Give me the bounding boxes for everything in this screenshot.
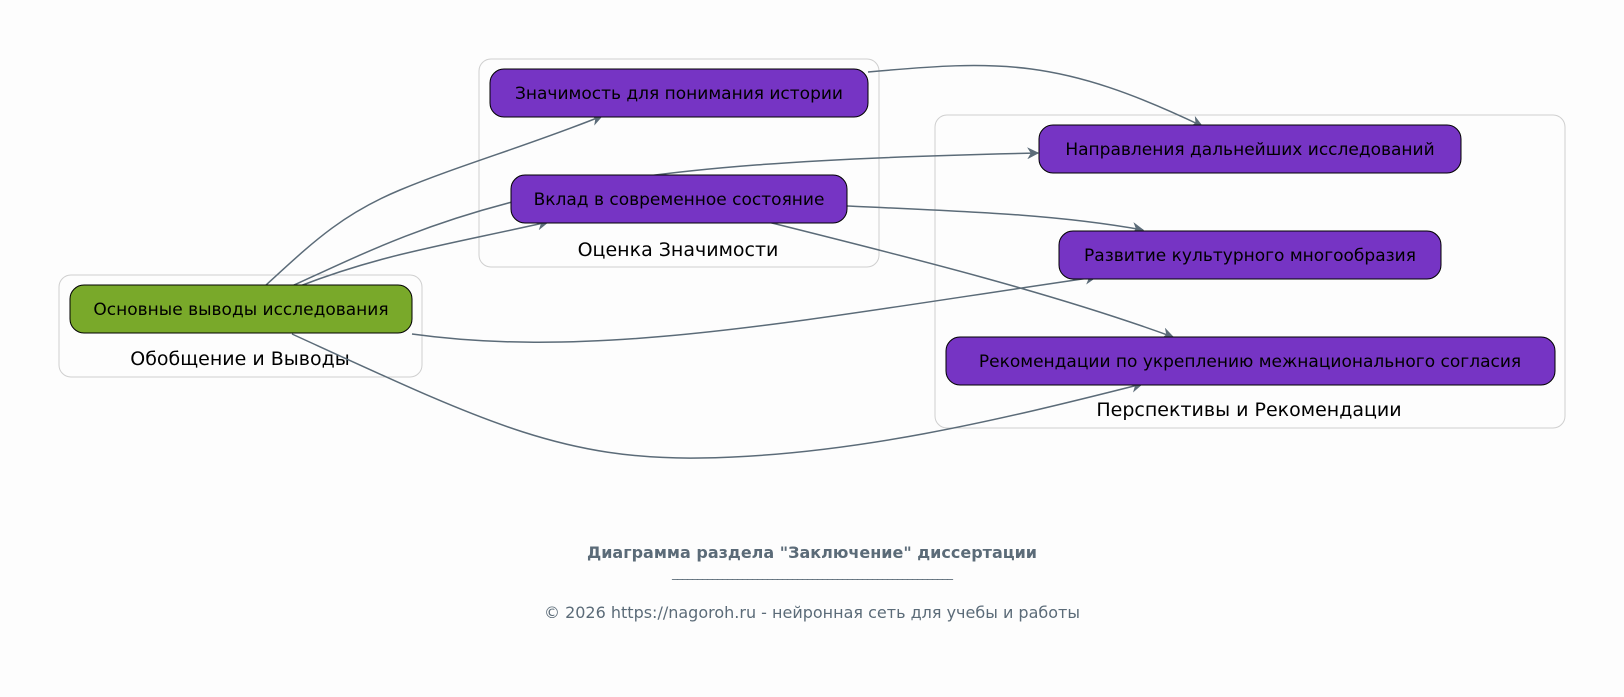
node-cultural-diversity-label: Развитие культурного многообразия [1084,246,1416,266]
edge-contribution-diversity [846,205,1145,234]
node-history-significance[interactable] [489,68,869,118]
node-recommendations-label: Рекомендации по укреплению межнациональн… [979,352,1521,372]
cluster-label-perspectives: Перспективы и Рекомендации [1096,399,1401,421]
edge-contribution-recommendations [767,221,1175,339]
edge-main-history [265,114,604,286]
node-contribution-label: Вклад в современное состояние [534,190,825,210]
cluster-label-significance: Оценка Значимости [578,239,779,261]
node-cultural-diversity[interactable] [1058,230,1442,280]
edge-main-diversity [411,272,1098,343]
copyright-text: © 2026 https://nagoroh.ru - нейронная се… [543,603,1080,622]
edge-main-contribution [299,218,550,287]
edge-history-directions [867,64,1204,127]
node-main-conclusions[interactable] [69,284,413,334]
cluster-significance [478,58,880,268]
cluster-label-summary: Обобщение и Выводы [130,348,349,370]
node-future-directions-label: Направления дальнейших исследований [1065,140,1434,160]
edge-main-recommendations [291,333,1144,459]
node-contribution[interactable] [510,174,848,224]
cluster-summary [58,274,423,378]
node-history-significance-label: Значимость для понимания истории [515,84,843,104]
node-future-directions[interactable] [1038,124,1462,174]
footer-divider: ________________________________________… [672,566,953,580]
node-main-conclusions-label: Основные выводы исследования [93,300,388,320]
node-recommendations[interactable] [945,336,1556,386]
cluster-perspectives [934,114,1566,429]
diagram-title: Диаграмма раздела "Заключение" диссертац… [586,543,1038,562]
